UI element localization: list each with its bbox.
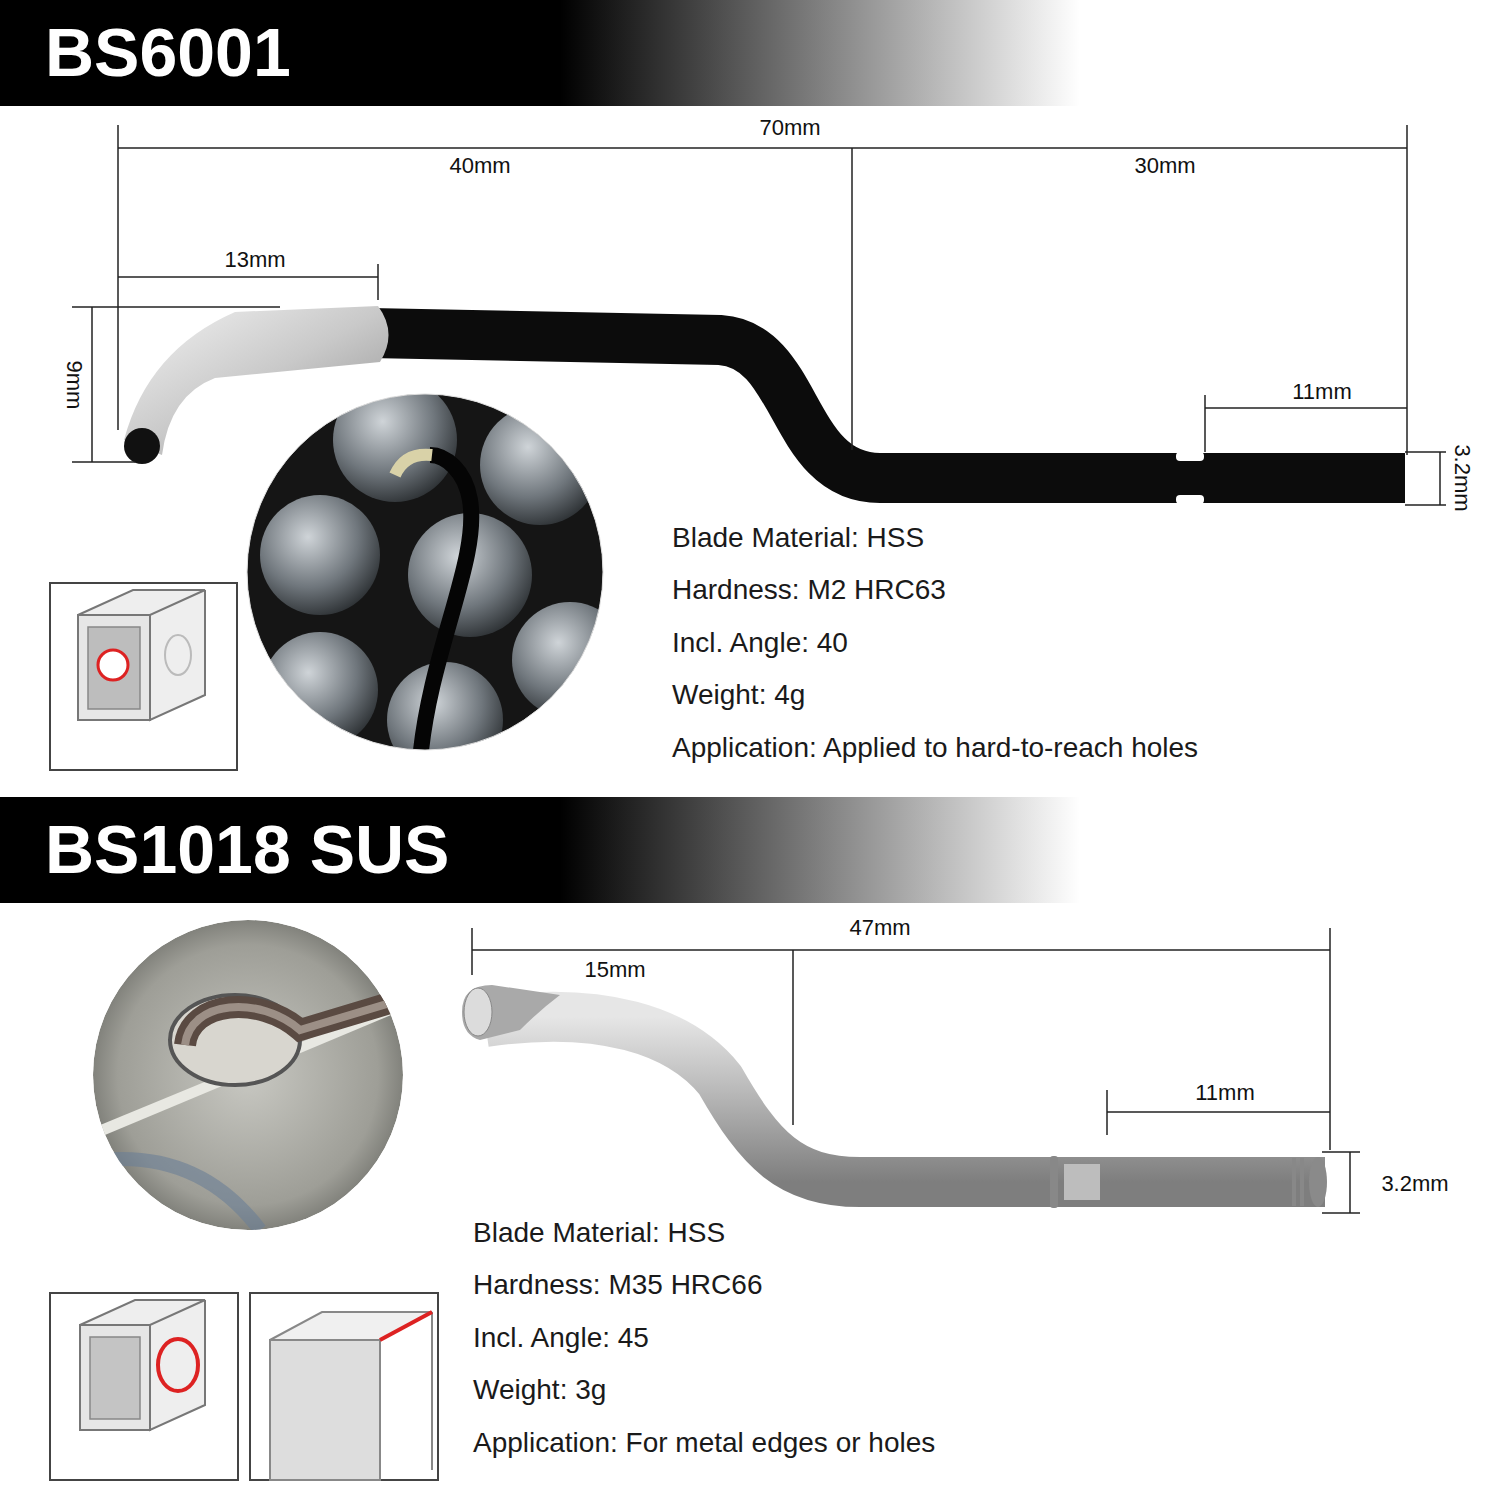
shaft-groove [1050,1156,1304,1208]
dimension-label: 3.2mm [1381,1171,1448,1196]
spec-line: Incl. Angle: 40 [672,627,848,659]
spec-line: Incl. Angle: 45 [473,1322,649,1354]
bar-sketch [250,1293,438,1480]
dimension-label: 47mm [849,915,910,940]
spec-line: Application: Applied to hard-to-reach ho… [672,732,1198,764]
dimension-label: 13mm [224,247,285,272]
dimension-label: 11mm [1292,379,1352,404]
header-band: BS1018 SUS [0,797,1500,903]
dimension-label: 11mm [1195,1080,1255,1105]
tube-sketch [50,1293,238,1480]
dimension-label: 70mm [759,115,820,140]
spec-line: Hardness: M35 HRC66 [473,1269,762,1301]
spec-line: Hardness: M2 HRC63 [672,574,946,606]
blade [462,985,560,1040]
usage-photo [247,378,628,778]
header-band: BS6001 [0,0,1500,106]
shaft-groove [1176,495,1204,504]
spec-line: Weight: 3g [473,1374,606,1406]
dimension-label: 30mm [1134,153,1195,178]
dimension-lines [72,125,1446,505]
usage-photo [93,920,403,1230]
spec-line: Weight: 4g [672,679,805,711]
shaft-groove [1176,452,1204,461]
shaft-end [1309,1157,1327,1207]
tool-shaft [485,1017,1325,1182]
spec-line: Blade Material: HSS [672,522,924,554]
dimension-label: 3.2mm [1449,444,1474,511]
model-title: BS1018 SUS [0,797,449,883]
model-title: BS6001 [0,0,291,86]
dimension-label: 9mm [61,361,86,410]
dimension-lines [472,928,1360,1213]
dimension-label: 15mm [584,957,645,982]
tube-sketch [50,583,237,770]
blade-tip [124,428,160,464]
dimension-label: 40mm [449,153,510,178]
spec-line: Application: For metal edges or holes [473,1427,935,1459]
spec-line: Blade Material: HSS [473,1217,725,1249]
blade-tip [464,988,492,1036]
